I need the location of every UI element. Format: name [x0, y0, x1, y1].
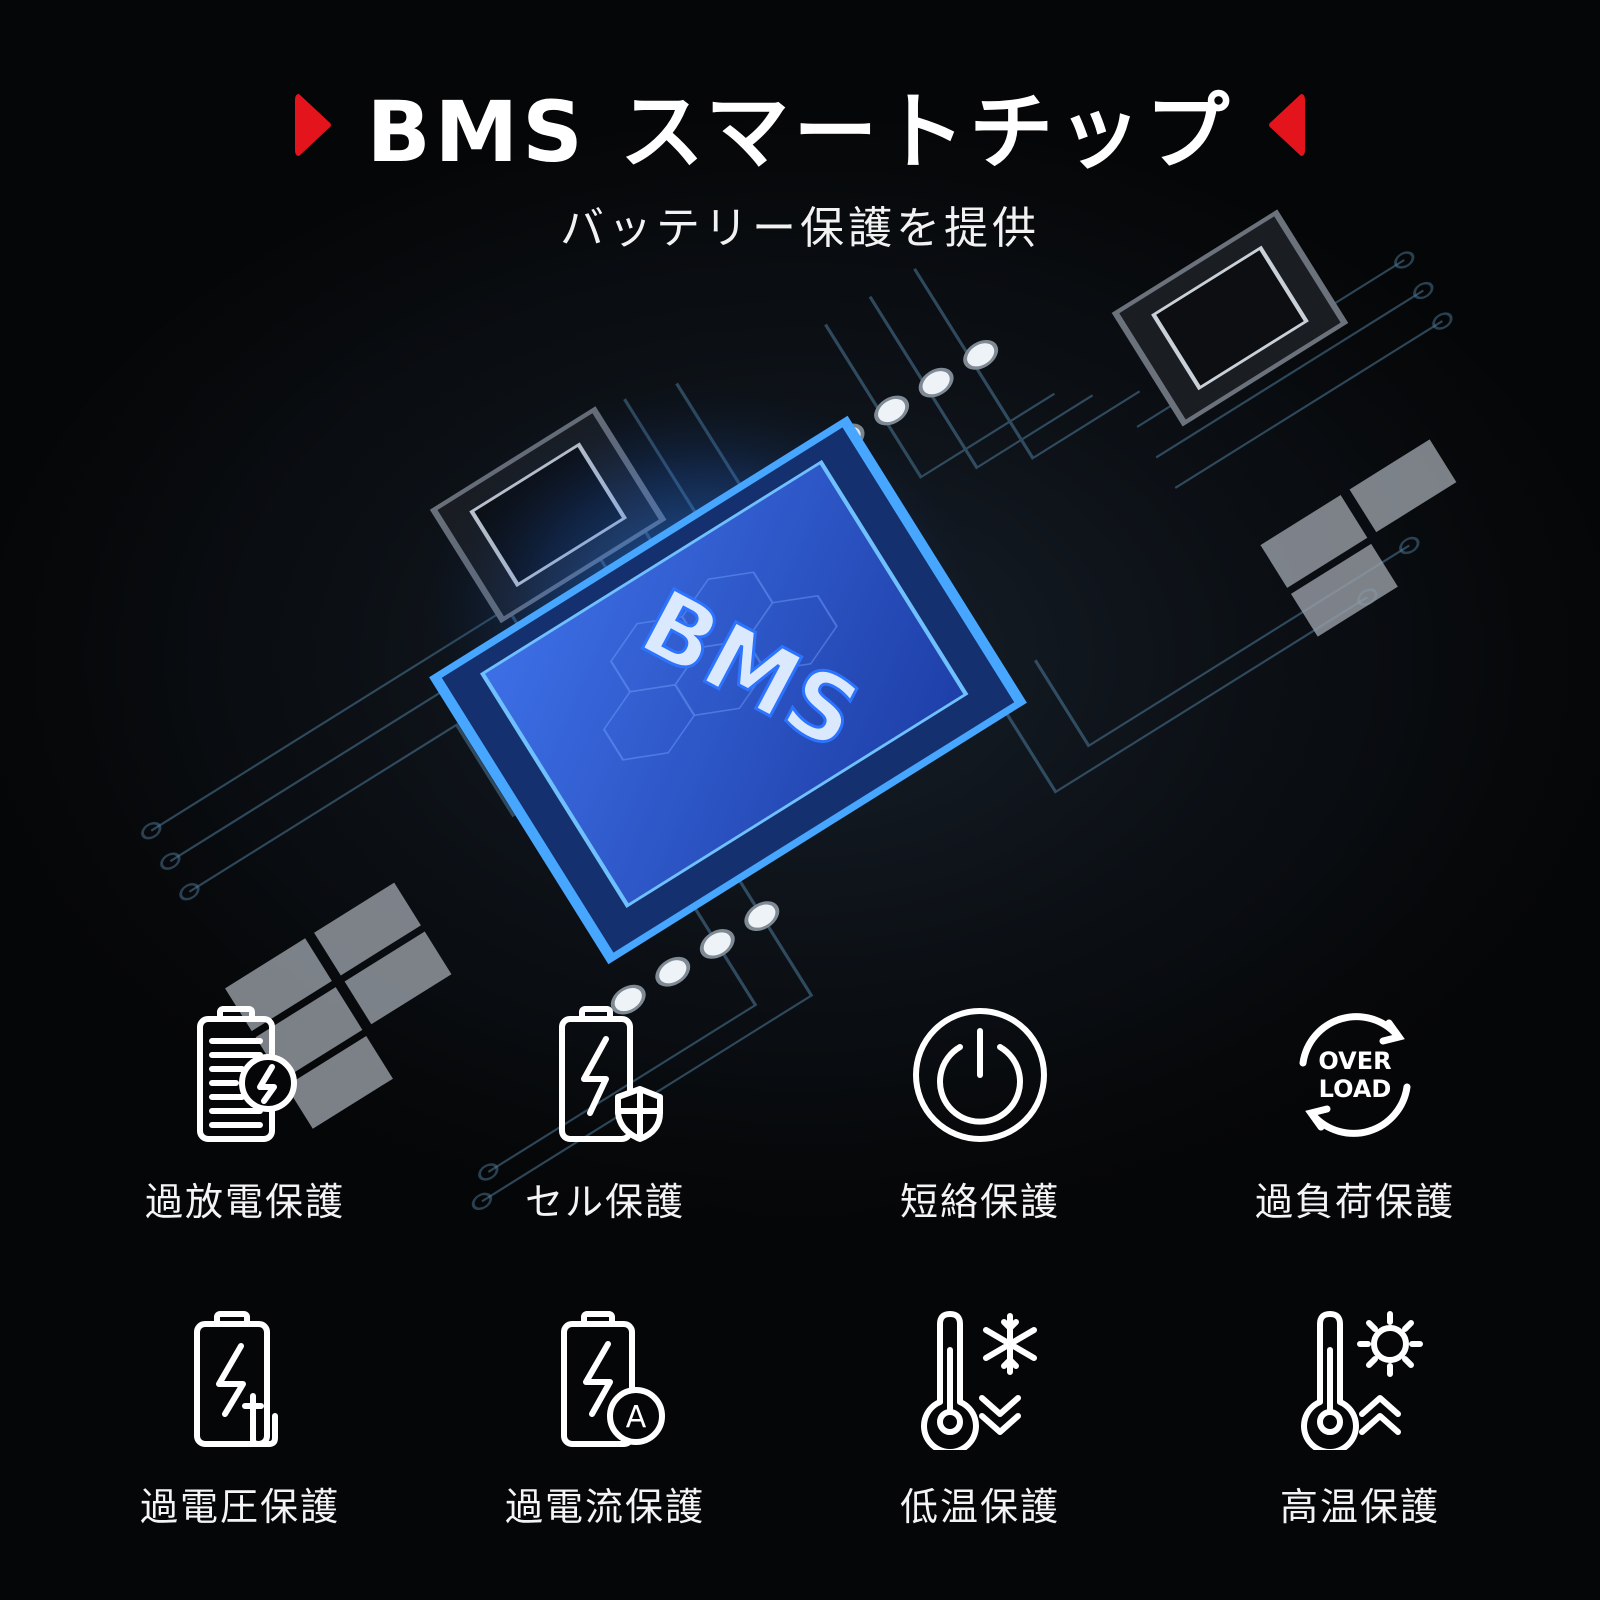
svg-text:LOAD: LOAD	[1319, 1075, 1392, 1103]
feature-label: 過負荷保護	[1254, 1180, 1455, 1224]
feature-over-current: A 過電流保護	[455, 1310, 755, 1531]
svg-text:A: A	[626, 1400, 647, 1435]
feature-over-discharge: 過放電保護	[95, 1005, 395, 1226]
feature-label: セル保護	[524, 1180, 685, 1224]
feature-label: 過電圧保護	[139, 1485, 340, 1529]
feature-label: 短絡保護	[899, 1180, 1060, 1224]
header: BMS スマートチップ	[0, 70, 1600, 181]
battery-voltage-icon	[194, 1311, 278, 1447]
feature-label: 低温保護	[899, 1485, 1060, 1529]
svg-text:OVER: OVER	[1318, 1047, 1391, 1075]
battery-discharge-icon	[197, 1006, 297, 1142]
feature-over-voltage: 過電圧保護	[90, 1310, 390, 1531]
feature-label: 過放電保護	[144, 1180, 345, 1224]
thermometer-sun-icon	[1301, 1311, 1423, 1450]
feature-overload: OVER LOAD 過負荷保護	[1205, 1005, 1505, 1226]
feature-high-temp: 高温保護	[1210, 1310, 1510, 1531]
feature-cell: セル保護	[455, 1005, 755, 1226]
power-icon	[913, 1008, 1047, 1142]
battery-shield-icon	[559, 1006, 663, 1142]
page-subtitle: バッテリー保護を提供	[560, 203, 1040, 254]
page-title: BMS スマートチップ	[366, 82, 1234, 181]
feature-label: 過電流保護	[504, 1485, 705, 1529]
red-marker-left-icon	[1269, 94, 1306, 156]
feature-label: 高温保護	[1279, 1485, 1440, 1529]
feature-short-circuit: 短絡保護	[830, 1005, 1130, 1226]
thermometer-snowflake-icon	[921, 1311, 1037, 1450]
battery-current-icon: A	[561, 1311, 665, 1447]
feature-low-temp: 低温保護	[830, 1310, 1130, 1531]
overload-icon: OVER LOAD	[1299, 1013, 1411, 1137]
red-marker-right-icon	[294, 94, 331, 156]
